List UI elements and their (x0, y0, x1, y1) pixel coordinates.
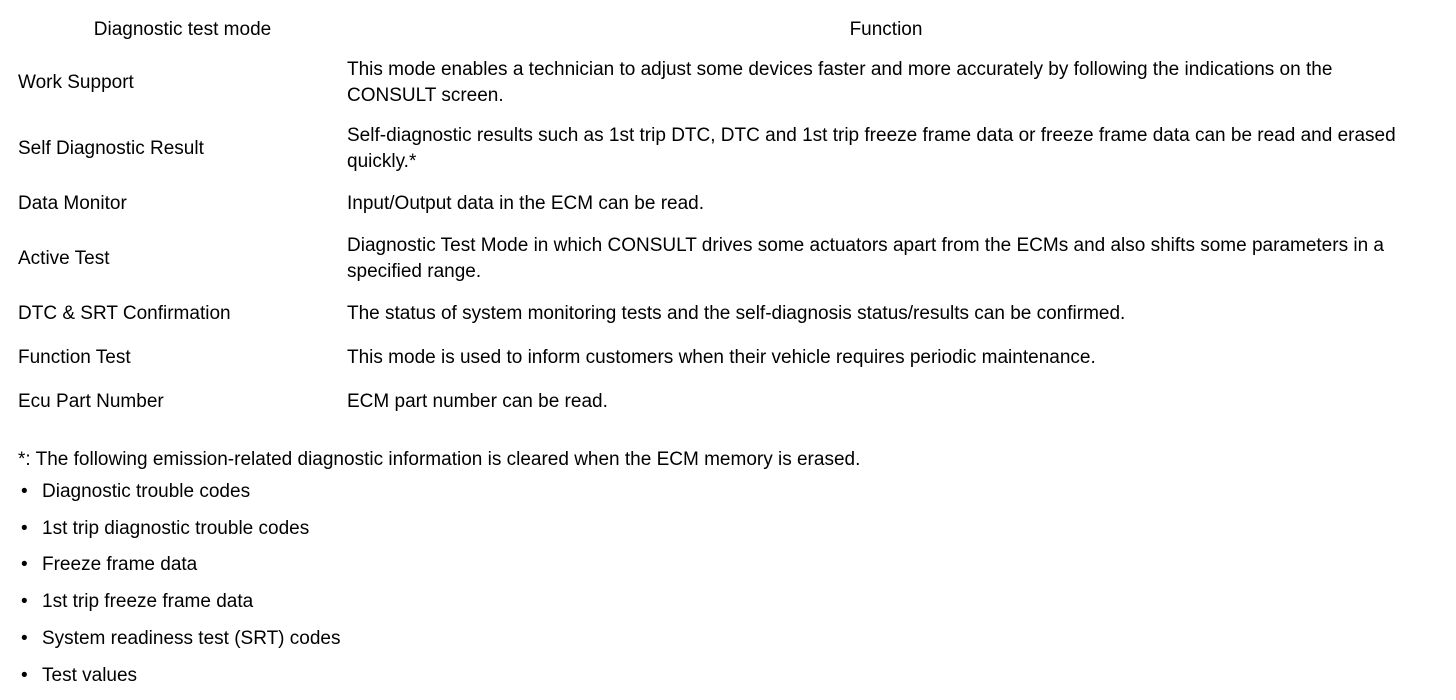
cell-function: This mode enables a technician to adjust… (347, 58, 1333, 106)
table-row: Function Test This mode is used to infor… (18, 336, 1425, 380)
list-item: • Freeze frame data (18, 553, 1438, 577)
cell-mode: Data Monitor (18, 193, 127, 215)
bullet-icon: • (21, 554, 28, 576)
bullet-icon: • (21, 627, 28, 649)
cell-mode: DTC & SRT Confirmation (18, 303, 231, 325)
cell-function: ECM part number can be read. (347, 390, 608, 412)
cell-mode: Active Test (18, 248, 110, 270)
list-item: • Test values (18, 664, 1438, 688)
cell-function: This mode is used to inform customers wh… (347, 346, 1096, 368)
table-row: Self Diagnostic Result Self-diagnostic r… (18, 116, 1425, 182)
table-row: Work Support This mode enables a technic… (18, 50, 1425, 116)
list-item-label: System readiness test (SRT) codes (42, 627, 341, 649)
diagnostic-test-mode-table: Diagnostic test mode Function Work Suppo… (18, 10, 1425, 424)
cell-mode: Function Test (18, 347, 131, 369)
table-body: Work Support This mode enables a technic… (18, 50, 1425, 424)
column-header-diagnostic-test-mode: Diagnostic test mode (93, 19, 272, 40)
list-item: • 1st trip diagnostic trouble codes (18, 517, 1438, 541)
list-item-label: Freeze frame data (42, 554, 198, 576)
table-row: Data Monitor Input/Output data in the EC… (18, 182, 1425, 226)
table-row: Ecu Part Number ECM part number can be r… (18, 380, 1425, 424)
column-header-function: Function (849, 19, 923, 40)
list-item-label: Test values (42, 664, 138, 686)
bullet-icon: • (21, 517, 28, 539)
cell-function: Input/Output data in the ECM can be read… (347, 192, 705, 214)
list-item-label: Diagnostic trouble codes (42, 480, 251, 502)
notes-section: *: The following emission-related diagno… (18, 448, 1438, 700)
list-item-label: 1st trip freeze frame data (42, 591, 254, 612)
table-header-row: Diagnostic test mode Function (18, 10, 1425, 50)
list-item: • 1st trip freeze frame data (18, 590, 1438, 614)
table-row: Active Test Diagnostic Test Mode in whic… (18, 226, 1425, 292)
table-header: Diagnostic test mode Function (18, 10, 1425, 50)
cell-mode: Self Diagnostic Result (18, 138, 204, 160)
cell-function: Diagnostic Test Mode in which CONSULT dr… (347, 234, 1384, 282)
bullet-icon: • (21, 480, 28, 502)
bullet-icon: • (21, 591, 28, 612)
list-item-label: 1st trip diagnostic trouble codes (42, 517, 310, 539)
cell-function: The status of system monitoring tests an… (347, 302, 1126, 324)
list-item: • System readiness test (SRT) codes (18, 627, 1438, 651)
cell-mode: Work Support (18, 72, 134, 94)
list-item: • Diagnostic trouble codes (18, 480, 1438, 504)
cell-mode: Ecu Part Number (18, 391, 164, 413)
cell-function: Self-diagnostic results such as 1st trip… (347, 124, 1396, 172)
bullet-icon: • (21, 664, 28, 686)
table-row: DTC & SRT Confirmation The status of sys… (18, 292, 1425, 336)
footnote-text: *: The following emission-related diagno… (18, 449, 861, 470)
cleared-information-list: • Diagnostic trouble codes • 1st trip di… (18, 480, 1438, 688)
